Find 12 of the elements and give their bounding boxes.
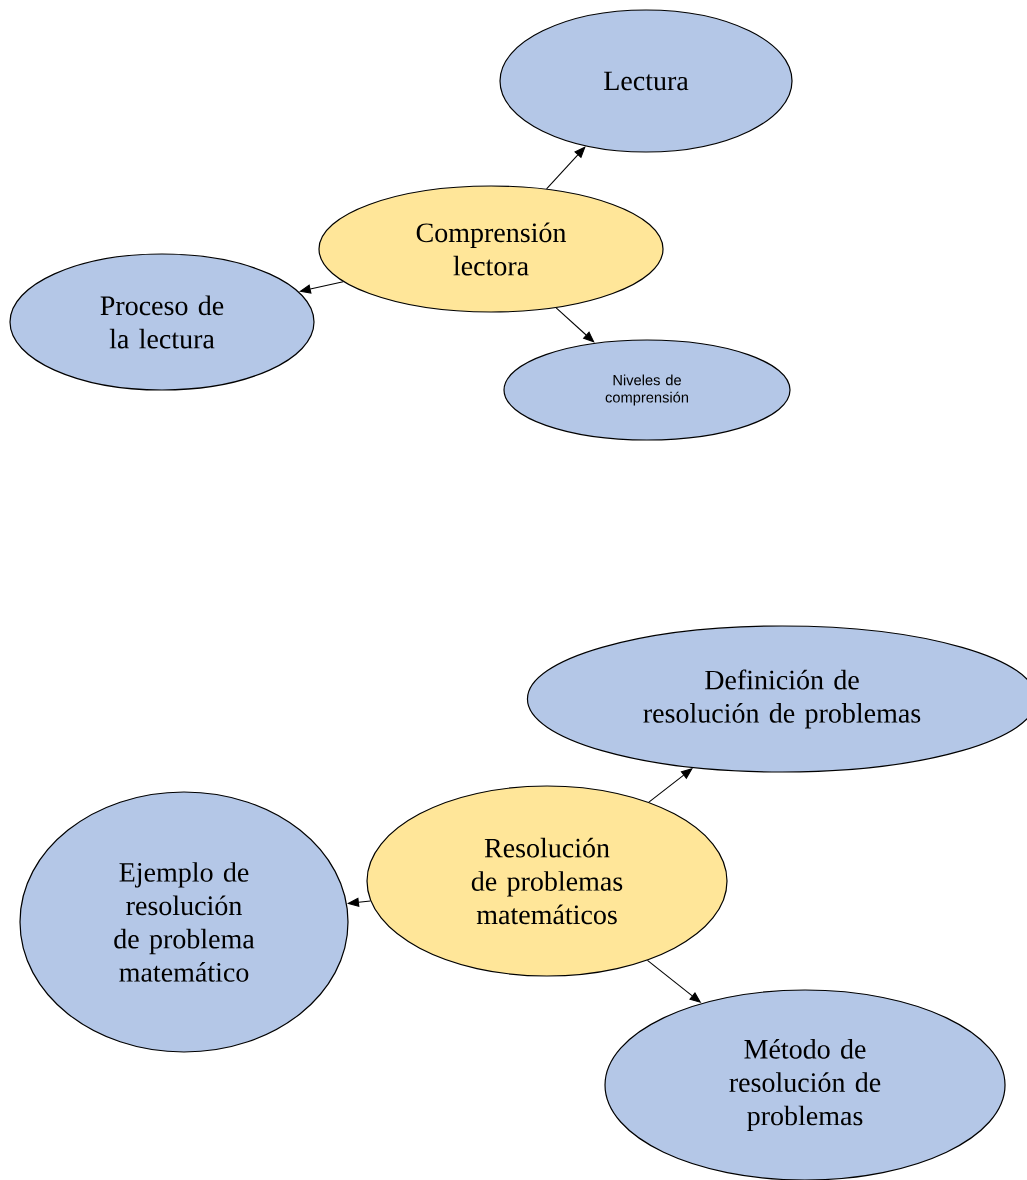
arrow <box>347 897 371 908</box>
arrow <box>546 146 586 190</box>
ellipse-node: Definición de resolución de problemas <box>526 625 1027 773</box>
ellipse-node: Niveles de comprensión <box>503 339 791 441</box>
ellipse-node: Comprensión lectora <box>318 185 664 313</box>
arrow <box>555 307 595 343</box>
ellipse-node: Ejemplo de resolución de problema matemático <box>19 791 349 1053</box>
ellipse-node: Lectura <box>499 9 793 153</box>
ellipse-node: Proceso de la lectura <box>9 253 315 391</box>
ellipse-node: Método de resolución de problemas <box>604 989 1006 1180</box>
arrow <box>648 768 693 803</box>
ellipse-node: Resolución de problemas matemáticos <box>366 785 728 977</box>
